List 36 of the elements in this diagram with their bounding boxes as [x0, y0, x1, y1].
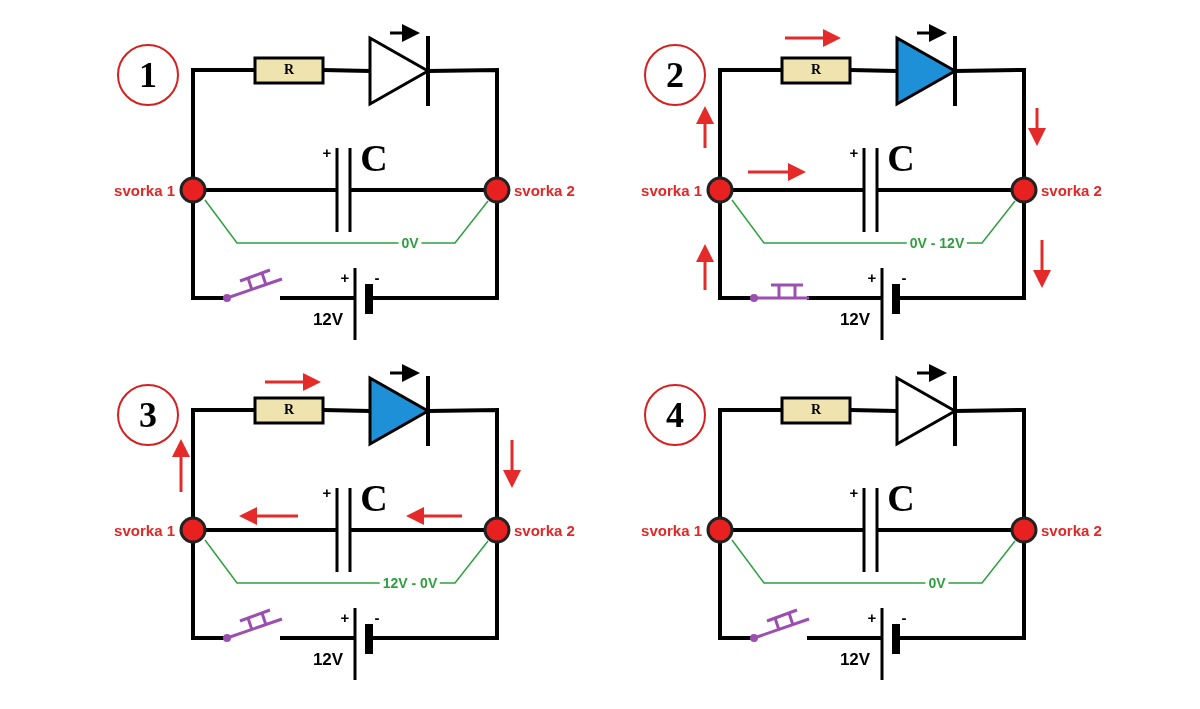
terminal-label: svorka 2	[1041, 521, 1102, 539]
polarity-sign: +	[322, 143, 332, 161]
terminal-label: svorka 1	[641, 181, 702, 199]
terminal-label: svorka 1	[114, 521, 175, 539]
terminal-label: svorka 1	[641, 521, 702, 539]
polarity-sign: +	[322, 483, 332, 501]
resistor-label: R	[810, 62, 822, 78]
step-number: 4	[644, 384, 706, 446]
polarity-sign: +	[340, 608, 350, 626]
polarity-sign: +	[867, 608, 877, 626]
battery-voltage: 12V	[839, 310, 871, 330]
polarity-sign: +	[867, 268, 877, 286]
terminal-label: svorka 2	[1041, 181, 1102, 199]
polarity-sign: -	[901, 608, 907, 626]
terminal-label: svorka 2	[514, 521, 575, 539]
battery-voltage: 12V	[839, 650, 871, 670]
battery-voltage: 12V	[312, 650, 344, 670]
polarity-sign: +	[340, 268, 350, 286]
resistor-label: R	[283, 62, 295, 78]
polarity-sign: -	[374, 268, 380, 286]
capacitor-label: C	[360, 476, 388, 520]
step-number: 2	[644, 44, 706, 106]
capacitor-label: C	[887, 136, 915, 180]
capacitor-label: C	[360, 136, 388, 180]
capacitor-label: C	[887, 476, 915, 520]
polarity-sign: -	[374, 608, 380, 626]
polarity-sign: +	[849, 483, 859, 501]
polarity-sign: -	[901, 268, 907, 286]
terminal-label: svorka 1	[114, 181, 175, 199]
terminal-label: svorka 2	[514, 181, 575, 199]
resistor-label: R	[810, 402, 822, 418]
step-number: 1	[117, 44, 179, 106]
polarity-sign: +	[849, 143, 859, 161]
resistor-label: R	[283, 402, 295, 418]
battery-voltage: 12V	[312, 310, 344, 330]
step-number: 3	[117, 384, 179, 446]
